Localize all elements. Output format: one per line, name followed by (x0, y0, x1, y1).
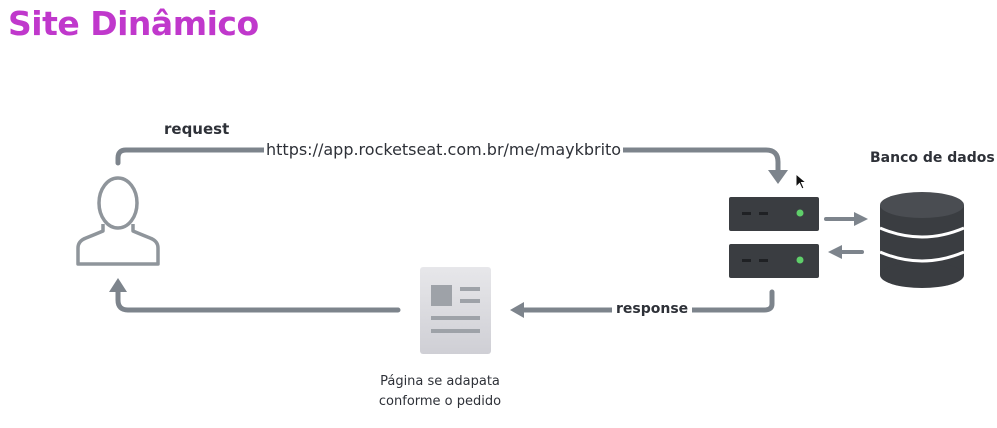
server-to-database-arrow (824, 212, 868, 226)
caption-line-2: conforme o pedido (378, 394, 502, 409)
response-label: response (612, 301, 693, 317)
database-to-server-arrow (828, 245, 864, 259)
request-label: request (164, 120, 230, 138)
page-title: Site Dinâmico (8, 4, 259, 43)
request-url: https://app.rocketseat.com.br/me/maykbri… (264, 140, 624, 159)
document-caption: Página se adapata conforme o pedido (330, 372, 550, 412)
cursor-icon (795, 173, 807, 190)
user-icon (76, 176, 160, 266)
document-icon (420, 267, 491, 354)
server-icon (729, 197, 819, 278)
return-arrow (109, 278, 401, 313)
database-label: Banco de dados (870, 150, 995, 166)
caption-line-1: Página se adapata (380, 374, 500, 389)
response-arrow (510, 289, 775, 318)
database-icon (879, 192, 965, 288)
